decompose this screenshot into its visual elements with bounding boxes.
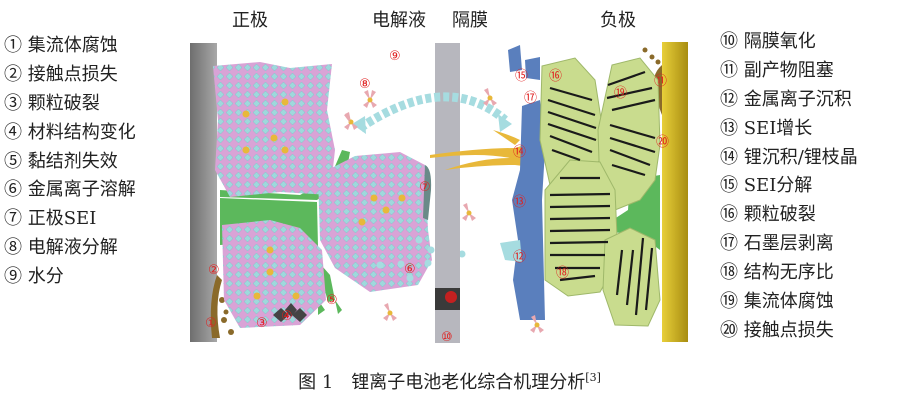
marker-4: ④ [281, 309, 293, 324]
legend-item: ⑩ 隔膜氧化 [720, 31, 816, 52]
marker-1: ① [205, 316, 217, 331]
header-separator: 隔膜 [452, 10, 488, 31]
marker-19: ⑲ [614, 86, 627, 101]
marker-5: ⑤ [326, 293, 338, 308]
cathode-particle [318, 152, 432, 292]
marker-11: ⑪ [654, 74, 667, 89]
anode-sei [508, 45, 545, 320]
legend-item: ⑯ 颗粒破裂 [720, 204, 816, 226]
marker-2: ② [208, 263, 220, 278]
marker-20: ⑳ [656, 135, 669, 150]
legend-item: ⑳ 接触点损失 [720, 319, 834, 341]
marker-8: ⑧ [359, 77, 371, 92]
legend-item: ⑰ 石墨层剥离 [720, 233, 834, 255]
legend-item: ⑱ 结构无序比 [720, 262, 834, 284]
marker-14: ⑭ [513, 145, 526, 160]
legend-item: ⑤ 黏结剂失效 [4, 150, 118, 172]
marker-9: ⑨ [389, 49, 401, 64]
marker-7: ⑦ [419, 180, 431, 195]
metal-deposit [500, 240, 522, 262]
anode-current-collector [662, 42, 688, 342]
metal-ions [242, 98, 406, 300]
legend-item: ⑪ 副产物阻塞 [720, 59, 834, 81]
structural-change [273, 303, 307, 322]
legend-item: ⑫ 金属离子沉积 [720, 88, 852, 110]
corrosion-particles [219, 47, 661, 335]
legend-item: ② 接触点损失 [4, 63, 118, 85]
legend-item: ⑲ 集流体腐蚀 [720, 291, 834, 313]
cathode-particle [222, 220, 326, 328]
caption-text: 图 1 锂离子电池老化综合机理分析 [298, 372, 586, 393]
lithium-dendrite [430, 130, 540, 170]
marker-10: ⑩ [441, 330, 453, 345]
marker-3: ③ [256, 316, 268, 331]
marker-13: ⑬ [513, 195, 526, 210]
legend-item: ⑨ 水分 [4, 266, 64, 288]
caption-reference: [3] [585, 371, 601, 384]
header-anode: 负极 [600, 10, 636, 31]
legend-item: ⑬ SEI增长 [720, 117, 813, 139]
legend-item: ① 集流体腐蚀 [4, 35, 118, 56]
li-ion-migration-arrow [357, 92, 508, 132]
legend-item: ⑦ 正极SEI [4, 208, 97, 230]
marker-12: ⑫ [513, 250, 526, 265]
legend-anode: ⑩ 隔膜氧化 ⑪ 副产物阻塞 ⑫ 金属离子沉积 ⑬ SEI增长 ⑭ 锂沉积/锂枝… [720, 28, 858, 346]
legend-item: ⑭ 锂沉积/锂枝晶 [720, 146, 858, 168]
electrolyte-molecules [344, 88, 544, 333]
marker-6: ⑥ [404, 262, 416, 277]
header-cathode: 正极 [232, 10, 268, 31]
marker-18: ⑱ [556, 266, 569, 281]
cathode-particle [213, 62, 335, 197]
cathode-current-collector [190, 43, 217, 342]
legend-cathode: ① 集流体腐蚀 ② 接触点损失 ③ 颗粒破裂 ④ 材料结构变化 ⑤ 黏结剂失效 … [4, 32, 136, 292]
legend-item: ④ 材料结构变化 [4, 121, 136, 143]
marker-16: ⑯ [549, 69, 562, 84]
figure-caption: 图 1 锂离子电池老化综合机理分析[3] [0, 368, 899, 394]
oxidation-mark [445, 291, 457, 303]
legend-item: ⑥ 金属离子溶解 [4, 179, 136, 201]
marker-17: ⑰ [524, 91, 537, 106]
legend-item: ③ 颗粒破裂 [4, 92, 100, 114]
legend-item: ⑧ 电解液分解 [4, 237, 118, 259]
graphite-layers [547, 70, 656, 316]
cathode-sei [423, 165, 432, 220]
graphite-particle [602, 227, 661, 327]
binder [605, 175, 660, 250]
markers: ① ② ③ ④ ⑤ ⑥ ⑦ ⑧ ⑨ ⑩ ⑪ ⑫ ⑬ ⑭ ⑮ ⑯ ⑰ ⑱ ⑲ ⑳ [205, 49, 669, 345]
legend-item: ⑮ SEI分解 [720, 175, 813, 197]
marker-15: ⑮ [515, 69, 528, 84]
header-electrolyte: 电解液 [372, 10, 426, 31]
corrosion-deposit [210, 275, 222, 338]
